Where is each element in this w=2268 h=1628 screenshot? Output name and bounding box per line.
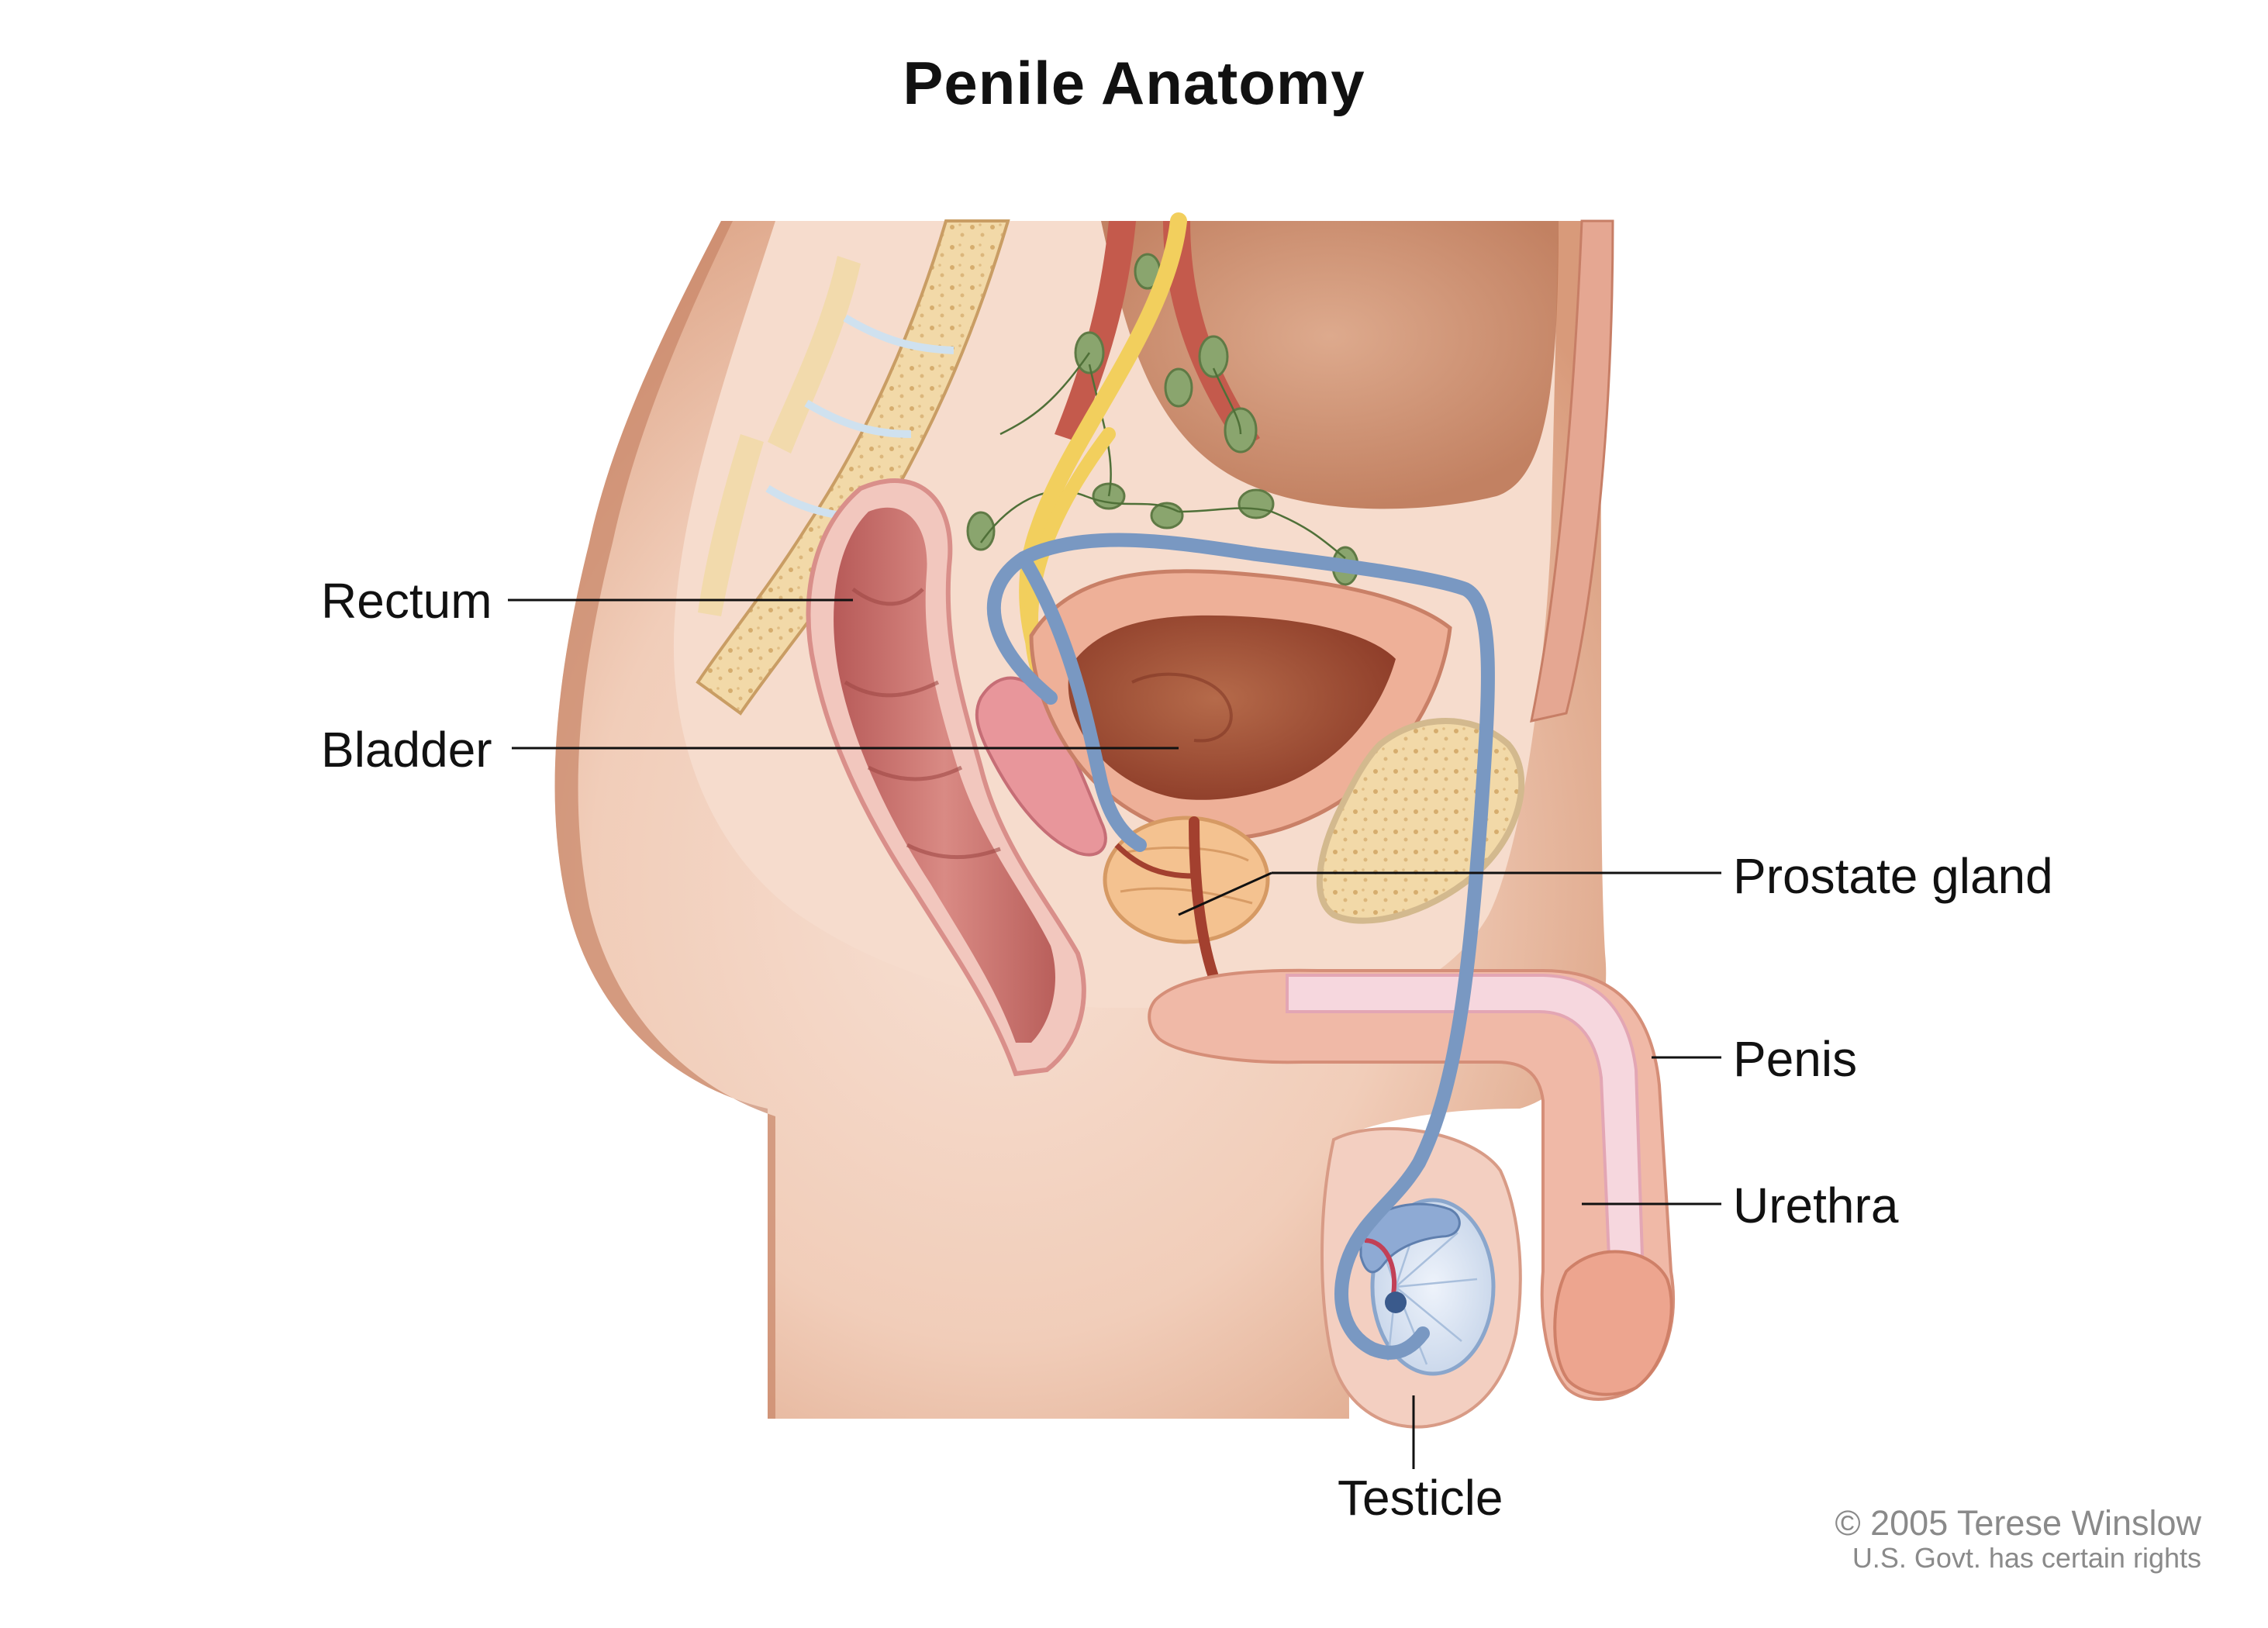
label-rectum: Rectum xyxy=(321,573,492,629)
label-urethra: Urethra xyxy=(1733,1178,1899,1233)
label-prostate-gland: Prostate gland xyxy=(1733,848,2053,904)
label-testicle: Testicle xyxy=(1338,1470,1503,1526)
pelvic-cavity xyxy=(1101,221,1559,509)
rectum xyxy=(806,478,1086,1077)
abdominal-wall xyxy=(1530,219,1614,723)
leader-prostate-2 xyxy=(1178,871,1272,916)
leader-lines xyxy=(508,598,1721,1469)
copyright-credit: © 2005 Terese Winslow xyxy=(1835,1503,2201,1543)
iliac-vessels xyxy=(1055,221,1260,450)
vas-deferens xyxy=(986,533,1495,1360)
label-penis: Penis xyxy=(1733,1031,1858,1087)
label-bladder: Bladder xyxy=(321,722,492,778)
prostate-gland xyxy=(1103,816,1270,944)
figure-title: Penile Anatomy xyxy=(903,49,1365,117)
testicle xyxy=(1359,1198,1496,1376)
ejaculatory-duct xyxy=(1114,843,1195,879)
bladder xyxy=(1029,569,1452,840)
rights-notice: U.S. Govt. has certain rights xyxy=(1852,1542,2201,1574)
penis xyxy=(1148,968,1675,1401)
